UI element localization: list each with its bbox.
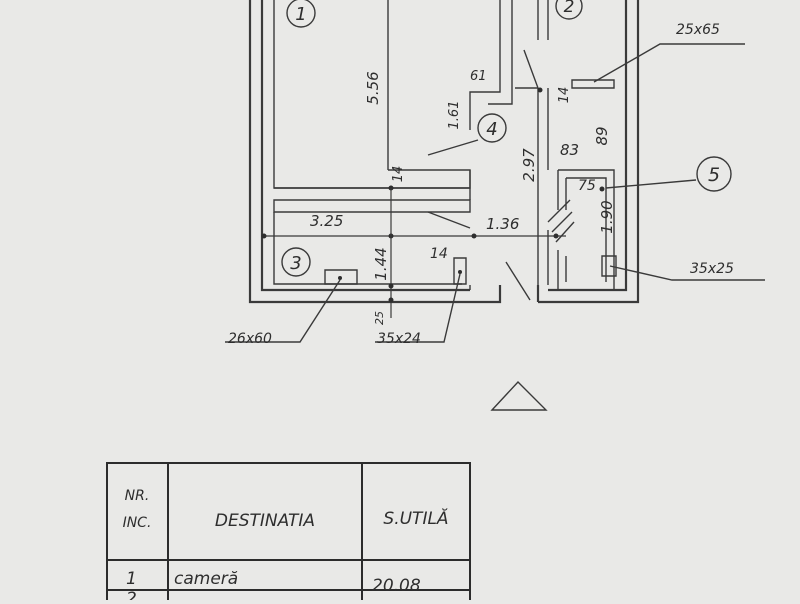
room-3-depth-dim: 1.44 (372, 247, 390, 280)
wall-dim-c: 14 (430, 246, 448, 262)
room-4-label: 4 (486, 119, 497, 140)
header-nr-line2: INC. (123, 515, 152, 531)
room-1: 1 5.56 14 (273, 0, 471, 191)
bath-length-dim: 1.90 (598, 200, 616, 233)
room-2-marker (555, 0, 583, 20)
row1-area: 20.08 (372, 576, 421, 596)
room-5-label: 5 (708, 164, 720, 186)
door-dim-a: 61 (470, 69, 487, 84)
room-1-length: 5.56 (364, 71, 382, 104)
row1-nr: 1 (126, 569, 137, 589)
room-4-marker (477, 113, 507, 143)
header-destination: DESTINATIA (215, 511, 315, 531)
hallway: 4 61 1.61 2.97 14 1.36 (262, 0, 575, 411)
north-arrow-icon (490, 380, 548, 411)
room-3-label: 3 (290, 253, 301, 274)
room-1-label: 1 (295, 4, 306, 25)
hall-width-dim: 1.36 (486, 215, 519, 233)
room-1-marker (286, 0, 316, 28)
bath-side2-dim: 89 (593, 126, 611, 145)
room-5-marker (696, 156, 732, 192)
bath-side-dim: 83 (560, 141, 579, 159)
hall-length-dim: 2.97 (520, 148, 538, 182)
room-3: 3.25 3 1.44 25 14 26x60 35x24 (225, 188, 471, 347)
sill-dim: 25 (373, 311, 386, 325)
room-table: NR. INC. DESTINATIA S.UTILĂ 1 cameră 20.… (106, 462, 471, 604)
row2-nr: 2 (126, 589, 137, 600)
room-3-width-dim: 3.25 (310, 212, 343, 230)
room-3-marker (281, 247, 311, 277)
row1-destination: cameră (174, 569, 238, 589)
wall-dim-a: 14 (391, 166, 406, 183)
vent-bath-callout: 35x25 (690, 261, 734, 277)
vent-room2-callout: 25x65 (676, 22, 720, 38)
header-area: S.UTILĂ (383, 507, 448, 529)
room-5: 75 1.90 83 89 5 35x25 (557, 126, 765, 290)
room-2-label: 2 (564, 0, 575, 17)
vent-room3-callout: 26x60 (228, 331, 272, 347)
hall-niche-dim: 1.61 (447, 101, 462, 130)
wall-dim-b: 14 (557, 87, 572, 104)
header-nr-line1: NR. (125, 488, 150, 504)
bath-width-dim: 75 (578, 178, 596, 194)
room-2: 2 25x65 (538, 0, 745, 92)
vent-small-callout: 35x24 (377, 331, 421, 347)
